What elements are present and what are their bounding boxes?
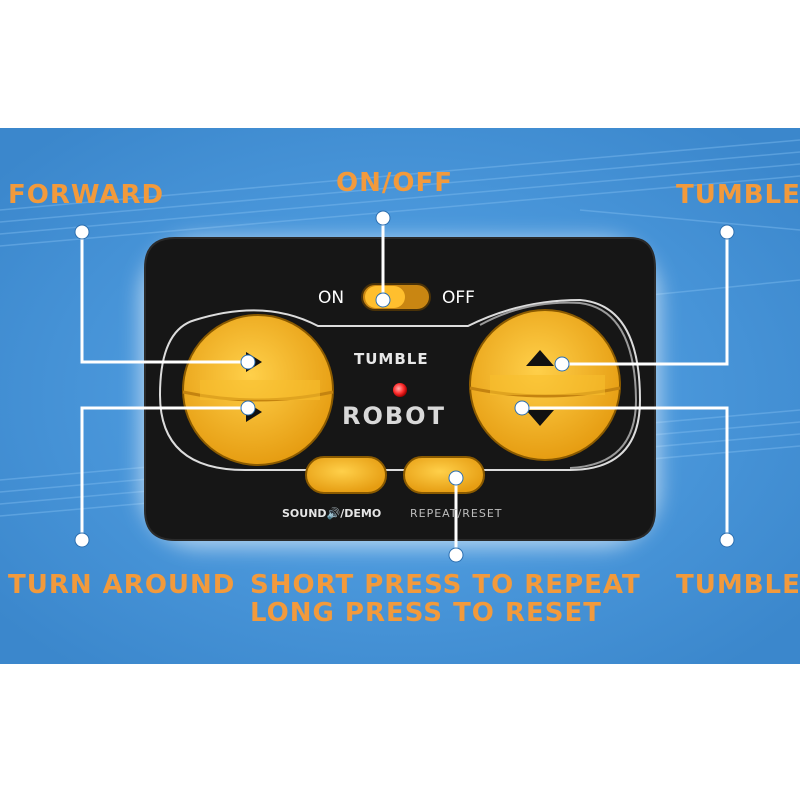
control-outline [158,298,642,471]
callout-repeat-line2: LONG PRESS TO RESET [250,598,602,628]
arrow-down-icon [526,410,554,426]
right-joystick-ridge [490,375,605,395]
switch-on-label: ON [318,288,345,308]
sound-demo-label: SOUND🔊/DEMO [282,507,382,520]
control-outline-right [479,301,638,469]
repeat-reset-button[interactable] [403,456,485,494]
device-title-bottom: ROBOT [342,402,446,430]
leader-lines [80,218,729,555]
led-indicator [393,383,407,397]
callout-turn-around: TURN AROUND [8,570,236,600]
arrow-up-icon [526,350,554,366]
callout-repeat-line1: SHORT PRESS TO REPEAT [250,570,641,600]
callout-tumble-top: TUMBLE [676,180,800,210]
sound-demo-button[interactable] [305,456,387,494]
leader-endpoints [74,210,735,563]
left-joystick-ridge [200,380,320,400]
switch-off-label: OFF [442,288,475,308]
repeat-reset-label: REPEAT/RESET [410,507,503,520]
callout-on-off: ON/OFF [336,168,453,198]
callout-forward: FORWARD [8,180,165,210]
callout-tumble-bottom: TUMBLE [676,570,800,600]
device-title-top: TUMBLE [354,350,429,368]
